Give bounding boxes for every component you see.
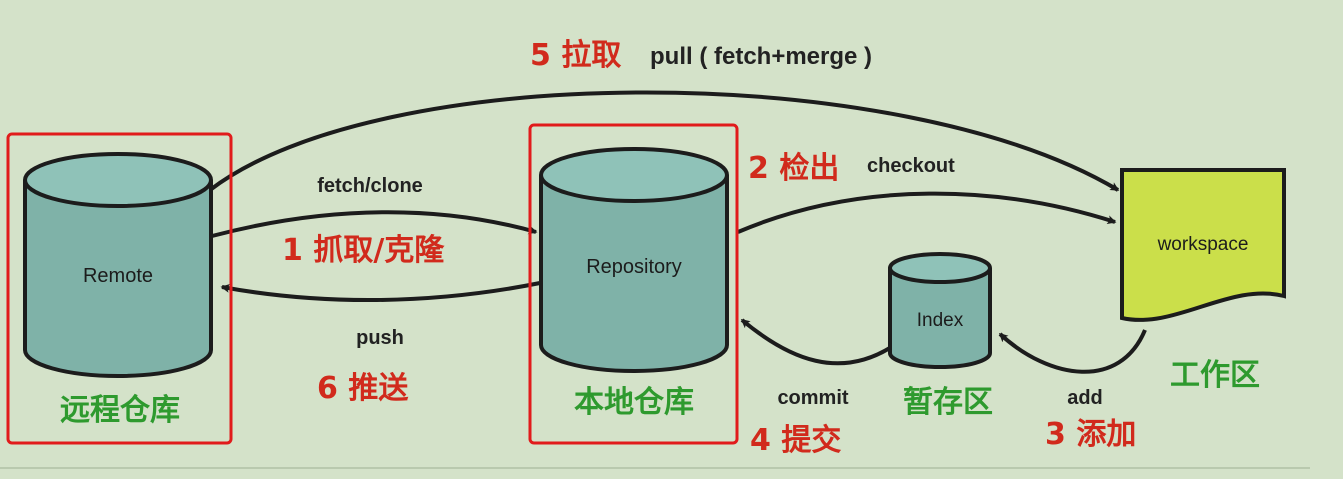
checkout-arrow [737, 191, 1117, 234]
index-node: Index [888, 252, 992, 369]
commit-arrow [740, 318, 895, 366]
commit-command-label: commit [777, 387, 848, 409]
add-arrow [998, 329, 1147, 374]
repository-label: Repository [586, 256, 682, 278]
repository-node: Repository [539, 147, 729, 373]
remote-label: Remote [83, 265, 153, 287]
remote-node: Remote [23, 152, 213, 378]
push-step-label: 6 推送 [317, 371, 408, 406]
push-arrow [220, 281, 541, 302]
commit-step-label: 4 提交 [750, 423, 841, 458]
workspace-caption: 工作区 [1170, 358, 1260, 393]
index-label: Index [917, 310, 964, 331]
checkout-command-label: checkout [867, 155, 955, 177]
repository-highlight-box [528, 123, 739, 445]
pull-arrow [208, 90, 1120, 192]
workspace-label: workspace [1157, 234, 1249, 255]
add-step-label: 3 添加 [1045, 417, 1136, 452]
pull-step-label: 5 拉取 [530, 38, 621, 73]
add-command-label: add [1067, 387, 1103, 409]
pull-command-label: pull ( fetch+merge ) [650, 43, 872, 70]
fetch-arrow [211, 210, 538, 238]
fetch-step-label: 1 抓取/克隆 [282, 233, 445, 268]
index-caption: 暂存区 [903, 385, 993, 420]
push-command-label: push [356, 327, 404, 349]
repository-caption: 本地仓库 [574, 385, 694, 420]
fetch-command-label: fetch/clone [317, 175, 423, 197]
remote-caption: 远程仓库 [60, 393, 180, 428]
remote-highlight-box [6, 132, 233, 445]
checkout-step-label: 2 检出 [748, 151, 839, 186]
workspace-node: workspace [1120, 168, 1286, 322]
